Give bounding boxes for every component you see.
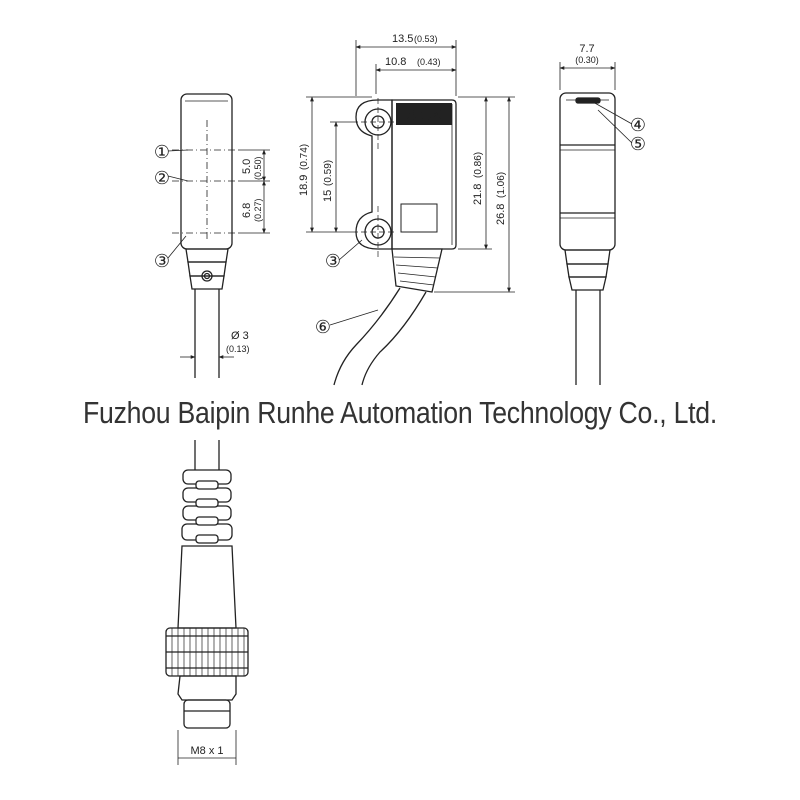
dim-5-0-in: (0.50) [253, 156, 263, 180]
dim-m8: M8 x 1 [190, 745, 223, 757]
dim-21-8-in: (0.86) [473, 152, 484, 178]
dim-26-8-in: (1.06) [496, 172, 507, 198]
dim-6-8: 6.8 [241, 203, 253, 218]
rear-housing [559, 92, 616, 251]
dim-10-8-in: (0.43) [417, 57, 441, 67]
m8-connector [165, 440, 249, 765]
dim-10-8: 10.8 [385, 56, 406, 68]
callout-3-side: ③ [325, 251, 341, 271]
callout-5: ⑤ [630, 134, 646, 154]
front-view [172, 93, 270, 378]
callout-2: ② [154, 168, 170, 188]
brand-logo: SICK [406, 107, 442, 124]
dim-15: 15 [322, 190, 334, 202]
watermark-text: Fuzhou Baipin Runhe Automation Technolog… [82, 395, 718, 430]
callout-4: ④ [630, 115, 646, 135]
callout-3-front: ③ [154, 251, 170, 271]
dim-5-0: 5.0 [241, 159, 253, 174]
dim-diameter-3-in: (0.13) [226, 344, 250, 354]
rear-view [559, 62, 633, 385]
dim-7-7-in: (0.30) [575, 55, 599, 65]
side-housing [391, 99, 457, 250]
dim-13-5: 13.5 [392, 33, 413, 45]
callout-1: ① [154, 142, 170, 162]
dim-15-in: (0.59) [323, 160, 334, 186]
callout-6: ⑥ [315, 317, 331, 337]
dim-18-9-in: (0.74) [299, 144, 310, 170]
side-view [306, 40, 515, 386]
dim-21-8: 21.8 [472, 184, 484, 205]
dim-18-9: 18.9 [298, 175, 310, 196]
dim-6-8-in: (0.27) [253, 198, 263, 222]
dim-26-8: 26.8 [495, 204, 507, 225]
front-housing [180, 93, 233, 250]
dim-7-7: 7.7 [579, 43, 594, 55]
dim-diameter-3: Ø 3 [231, 330, 249, 342]
dim-13-5-in: (0.53) [414, 34, 438, 44]
